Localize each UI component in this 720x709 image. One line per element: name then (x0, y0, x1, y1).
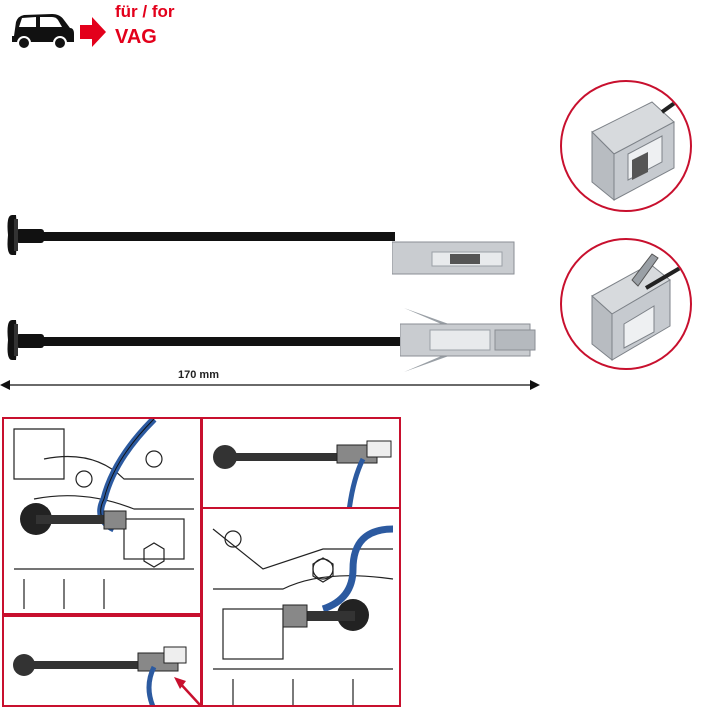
tool-closed-tip (0, 205, 400, 275)
usage-panel-engine-left (2, 417, 202, 615)
dimension-line (0, 378, 540, 392)
tool-tip-open (400, 300, 540, 380)
usage-panel-engine-right (201, 507, 401, 707)
tool-tip-closed (392, 236, 522, 280)
usage-panel-tool-closeup-right (201, 417, 401, 509)
fits-label: für / for (115, 2, 175, 21)
zoom-detail-closed (560, 80, 692, 212)
usage-panel-tool-closeup-left (2, 615, 202, 707)
tool-open-tip (0, 312, 400, 372)
length-label: 170 mm (178, 369, 219, 381)
zoom-detail-open (560, 238, 692, 370)
brand-label: VAG (115, 26, 157, 48)
car-arrow-icon (8, 6, 108, 52)
